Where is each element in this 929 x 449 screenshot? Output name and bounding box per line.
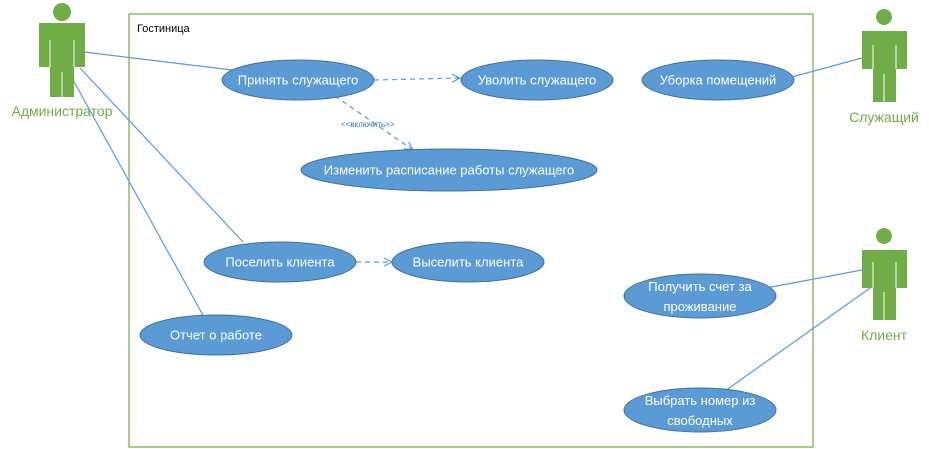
actor-client-icon-lines [872, 262, 897, 320]
use-case-hire[interactable]: Принять служащего [221, 59, 375, 101]
use-case-bill[interactable]: Получить счет за проживание [623, 273, 777, 319]
actor-employee-label: Служащий [849, 109, 919, 125]
use-case-checkin[interactable]: Поселить клиента [203, 241, 357, 283]
use-case-cleaning[interactable]: Уборка помещений [641, 59, 795, 101]
use-case-schedule[interactable]: Изменить расписание работы служащего [300, 148, 598, 192]
assoc-employee-cleaning [787, 57, 863, 79]
use-case-checkout[interactable]: Выселить клиента [391, 241, 545, 283]
system-boundary [128, 13, 814, 448]
svg-text:Отчет о работе: Отчет о работе [170, 328, 262, 343]
svg-text:Изменить расписание работы слу: Изменить расписание работы служащего [324, 163, 574, 178]
actor-admin-icon-lines [49, 40, 75, 97]
actor-client-label: Клиент [861, 327, 908, 343]
assoc-admin-checkin [79, 67, 244, 243]
svg-text:Получить счет за: Получить счет за [648, 279, 752, 294]
svg-text:проживание: проживание [664, 299, 737, 314]
system-label: Гостиница [137, 23, 191, 35]
include-stereotype: <<включить>> [341, 120, 395, 129]
assoc-admin-hire [83, 51, 233, 71]
svg-text:Уволить служащего: Уволить служащего [478, 73, 597, 88]
actor-employee-icon-lines [872, 45, 897, 102]
svg-text:свободных: свободных [667, 413, 733, 428]
assoc-admin-report [71, 77, 205, 318]
svg-text:Принять служащего: Принять служащего [238, 73, 359, 88]
assoc-client-bill [765, 269, 863, 289]
dep-hire-schedule [334, 95, 413, 150]
svg-text:Выбрать номер из: Выбрать номер из [645, 393, 756, 408]
actor-admin-label: Администратор [11, 103, 112, 119]
dep-hire-fire [373, 78, 460, 80]
svg-text:Уборка помещений: Уборка помещений [660, 73, 777, 88]
svg-text:Поселить клиента: Поселить клиента [225, 255, 335, 270]
use-case-report[interactable]: Отчет о работе [139, 314, 293, 356]
use-case-fire[interactable]: Уволить служащего [460, 59, 614, 101]
assoc-client-room [724, 287, 871, 392]
svg-text:Выселить клиента: Выселить клиента [413, 255, 524, 270]
use-case-room[interactable]: Выбрать номер из свободных [623, 387, 777, 433]
